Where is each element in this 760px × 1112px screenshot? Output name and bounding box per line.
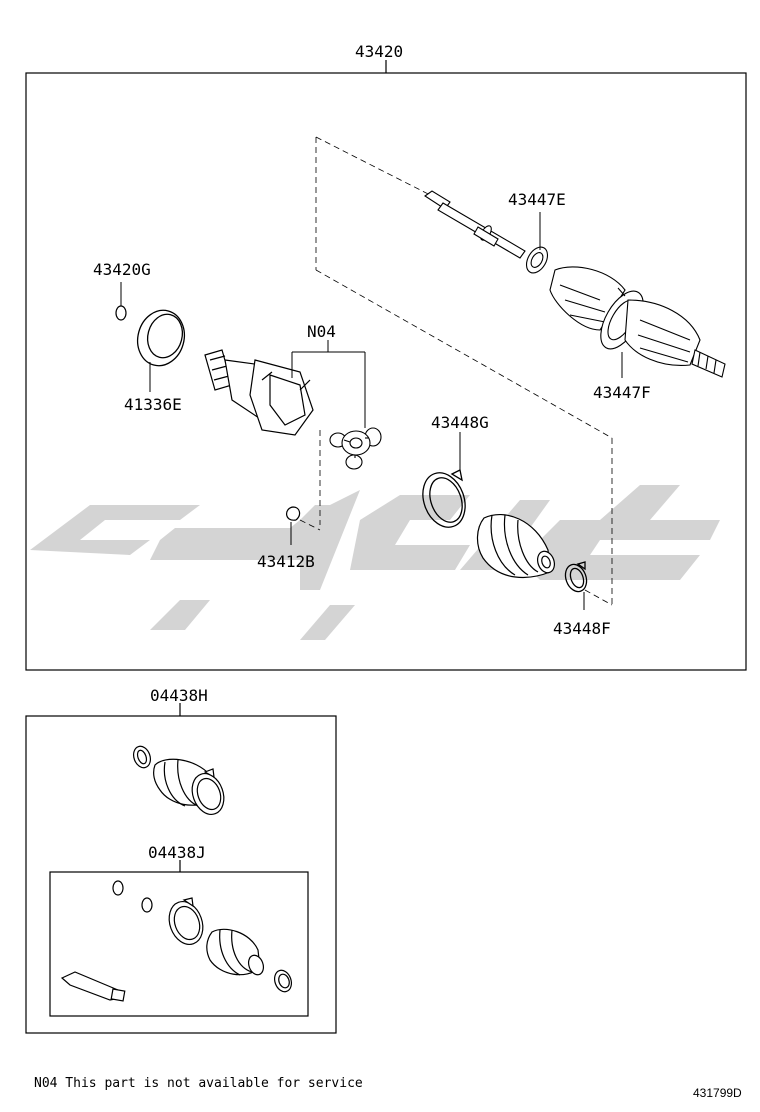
drive-shaft-outer[interactable]	[424, 190, 726, 378]
assembly-43420	[25, 60, 747, 671]
label-N04[interactable]: N04	[307, 322, 336, 341]
label-43447F[interactable]: 43447F	[593, 383, 651, 402]
tripod-N04[interactable]	[329, 427, 382, 470]
clamp-43448G[interactable]	[416, 467, 473, 533]
label-43447E[interactable]: 43447E	[508, 190, 566, 209]
guide-lines	[299, 136, 613, 606]
clamp-43448F[interactable]	[562, 561, 590, 594]
label-43448G[interactable]: 43448G	[431, 413, 489, 432]
inner-boot[interactable]	[476, 514, 557, 579]
snap-ring-43412B[interactable]	[286, 506, 301, 521]
label-43412B[interactable]: 43412B	[257, 552, 315, 571]
label-41336E[interactable]: 41336E	[124, 395, 182, 414]
assembly-frame	[25, 72, 747, 671]
snap-ring-43420G[interactable]	[115, 305, 127, 321]
label-43420G[interactable]: 43420G	[93, 260, 151, 279]
leader-lines-upper	[539, 212, 626, 378]
kit-j-parts[interactable]	[60, 880, 294, 1002]
boot-kit-04438H	[25, 703, 337, 1034]
label-04438H[interactable]: 04438H	[150, 686, 208, 705]
dust-seal-41336E[interactable]	[132, 305, 191, 371]
n04-bracket	[291, 340, 366, 428]
kit-04438H-frame	[25, 715, 337, 1034]
label-43420[interactable]: 43420	[355, 42, 403, 61]
label-43448F[interactable]: 43448F	[553, 619, 611, 638]
kit-h-parts[interactable]	[131, 744, 230, 819]
boot-kit-04438J	[49, 860, 309, 1017]
label-04438J[interactable]: 04438J	[148, 843, 206, 862]
footnote-n04: N04 This part is not available for servi…	[34, 1076, 363, 1091]
diagram-code: 431799D	[693, 1086, 742, 1100]
kit-04438J-frame	[49, 871, 309, 1017]
inner-joint-housing[interactable]	[204, 349, 314, 436]
watermark-logo	[30, 485, 720, 640]
